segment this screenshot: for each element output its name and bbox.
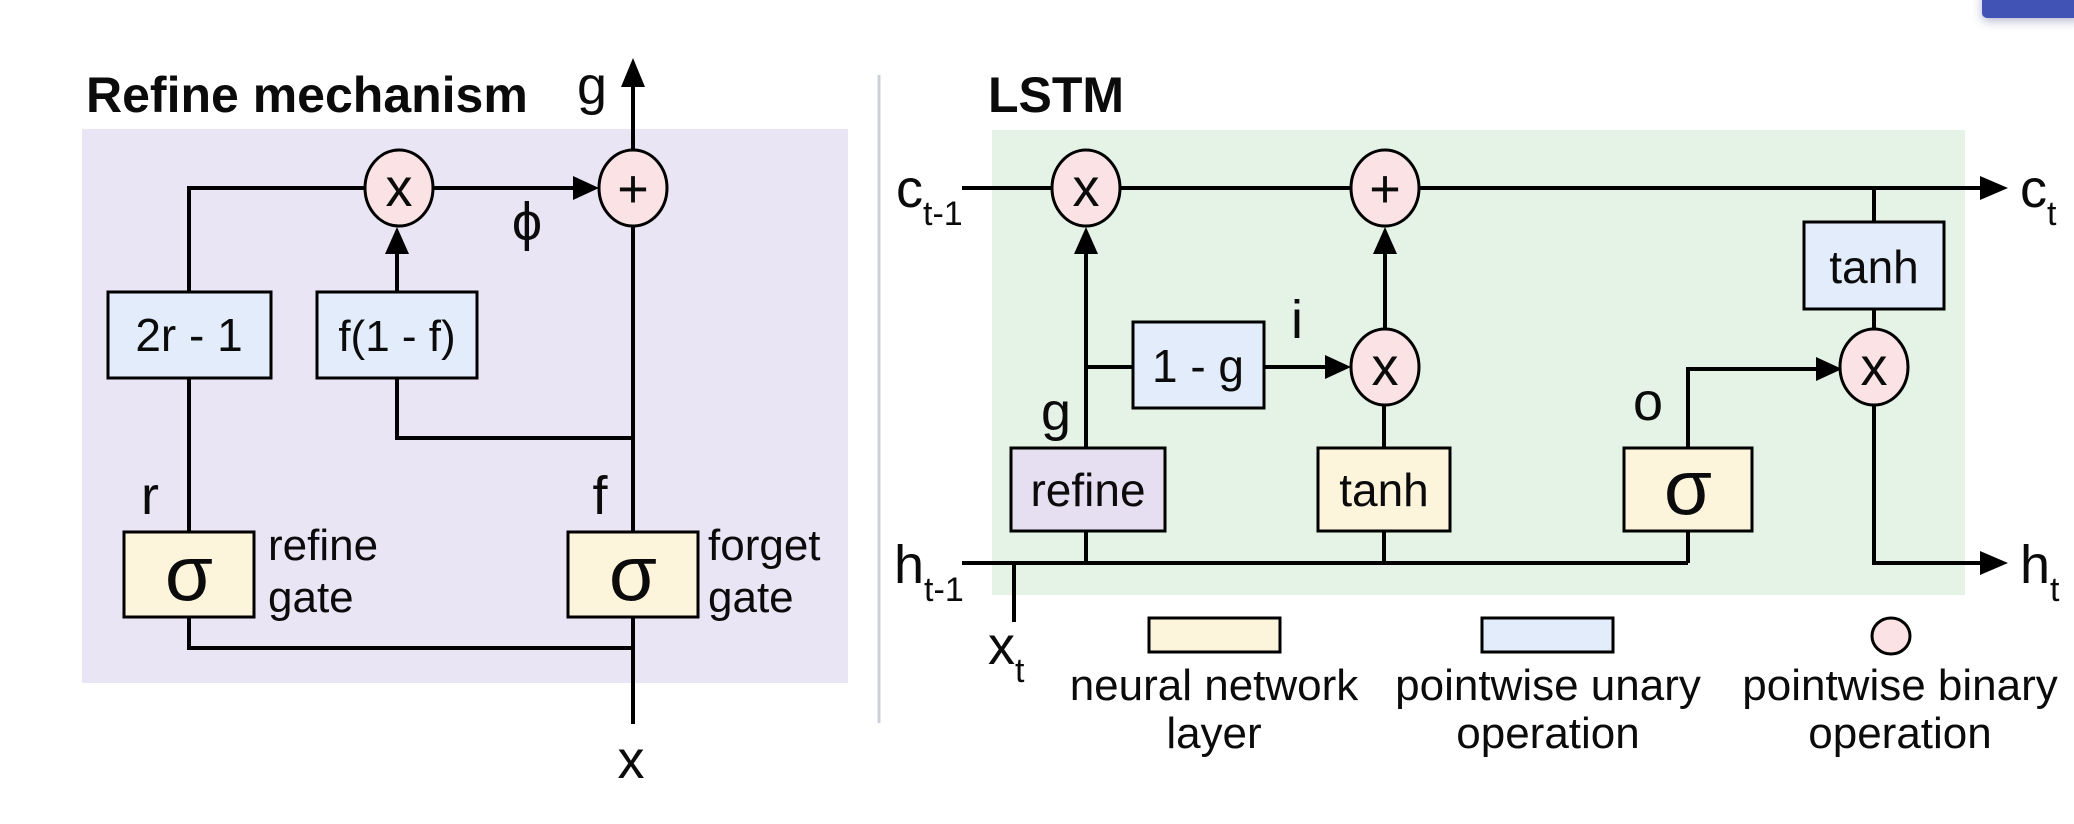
legend-unary-op-line2: operation	[1456, 709, 1639, 758]
arrowhead	[621, 58, 645, 87]
output-gate-sigma-box	[1622, 446, 1754, 533]
lstm-input-multiply-op	[1349, 327, 1421, 407]
legend-neural-layer-line2: layer	[1166, 709, 1261, 758]
c-prev-label: ct-1	[896, 159, 963, 233]
refine-gate-sigma-glyph: σ	[165, 529, 213, 617]
refine-wires	[187, 58, 645, 724]
refine-add-op	[597, 148, 669, 228]
legend-binary-op-line2: operation	[1808, 709, 1991, 758]
wire	[187, 186, 365, 292]
legend-neural-layer-swatch	[1147, 616, 1282, 654]
tanh-output-label: tanh	[1829, 241, 1919, 293]
wire	[1686, 367, 1818, 448]
refine-add-glyph: +	[617, 159, 649, 219]
lstm-cell-multiply-glyph: x	[1073, 158, 1100, 218]
tanh-output-box	[1802, 220, 1946, 311]
lstm-cell-multiply-op	[1050, 148, 1122, 228]
tanh-candidate-label: tanh	[1339, 464, 1429, 516]
legend-unary-op-line1: pointwise unary	[1395, 661, 1701, 710]
forget-gate-caption-line1: forget	[708, 521, 821, 570]
legend-binary-op-line1: pointwise binary	[1742, 661, 2058, 710]
refine-panel-title: Refine mechanism	[86, 67, 528, 123]
arrowhead	[1980, 551, 2008, 575]
phi-label: ϕ	[512, 192, 542, 252]
g-signal-label: g	[1041, 382, 1071, 442]
x-input-label: x	[618, 730, 645, 790]
g-output-label: g	[577, 56, 607, 116]
one-minus-g-label: 1 - g	[1152, 340, 1244, 392]
forget-gate-sigma-box	[566, 530, 700, 619]
c-next-label: ct	[2020, 159, 2057, 233]
lstm-input-multiply-glyph: x	[1372, 337, 1399, 397]
h-next-label: ht	[2020, 535, 2060, 609]
wire	[1872, 405, 1982, 565]
refine-mechanism-panel: Refine mechanism x + g ϕ r f x 2r -	[82, 56, 848, 790]
h-prev-label: ht-1	[894, 535, 964, 609]
corner-toolbar-button[interactable]	[1982, 0, 2074, 18]
lstm-output-multiply-glyph: x	[1861, 337, 1888, 397]
refine-multiply-op	[363, 148, 435, 228]
arrowhead	[1074, 227, 1098, 254]
refine-multiply-glyph: x	[386, 158, 413, 218]
refine-layer-box	[1009, 446, 1167, 533]
arrowhead	[1373, 227, 1397, 254]
arrowhead	[1816, 357, 1842, 381]
wire	[187, 617, 631, 650]
output-gate-sigma-glyph: σ	[1664, 443, 1712, 531]
refine-gate-caption-line2: gate	[268, 573, 354, 622]
refine-gate-sigma-box	[122, 530, 256, 619]
x-t-input-label: xt	[988, 616, 1025, 690]
wire	[395, 378, 631, 440]
forget-gate-sigma-glyph: σ	[609, 529, 657, 617]
refine-layer-label: refine	[1030, 464, 1145, 516]
lstm-output-multiply-op	[1838, 327, 1910, 407]
lstm-panel-title: LSTM	[988, 67, 1124, 123]
f-label: f	[592, 466, 608, 526]
o-signal-label: o	[1633, 372, 1663, 432]
tanh-candidate-box	[1316, 446, 1452, 533]
legend-unary-op-swatch	[1480, 616, 1615, 654]
arrowhead	[1325, 355, 1351, 379]
arrowhead	[573, 176, 599, 200]
legend: neural network layer pointwise unary ope…	[1070, 616, 2058, 758]
arrowhead	[385, 227, 409, 254]
r-label: r	[141, 466, 159, 526]
lstm-wires	[962, 176, 2008, 622]
two-r-minus-one-label: 2r - 1	[135, 309, 242, 361]
arrowhead	[1980, 176, 2008, 200]
lstm-add-op	[1349, 148, 1421, 228]
f-one-minus-f-box	[315, 290, 479, 380]
two-r-minus-one-box	[106, 290, 273, 380]
lstm-add-glyph: +	[1369, 159, 1401, 219]
forget-gate-caption-line2: gate	[708, 573, 794, 622]
one-minus-g-box	[1131, 320, 1266, 410]
legend-neural-layer-line1: neural network	[1070, 661, 1360, 710]
refine-gate-caption-line1: refine	[268, 521, 378, 570]
i-signal-label: i	[1291, 290, 1303, 350]
legend-binary-op-swatch	[1870, 616, 1912, 656]
lstm-panel: LSTM x +	[894, 67, 2060, 690]
f-one-minus-f-label: f(1 - f)	[338, 312, 455, 361]
